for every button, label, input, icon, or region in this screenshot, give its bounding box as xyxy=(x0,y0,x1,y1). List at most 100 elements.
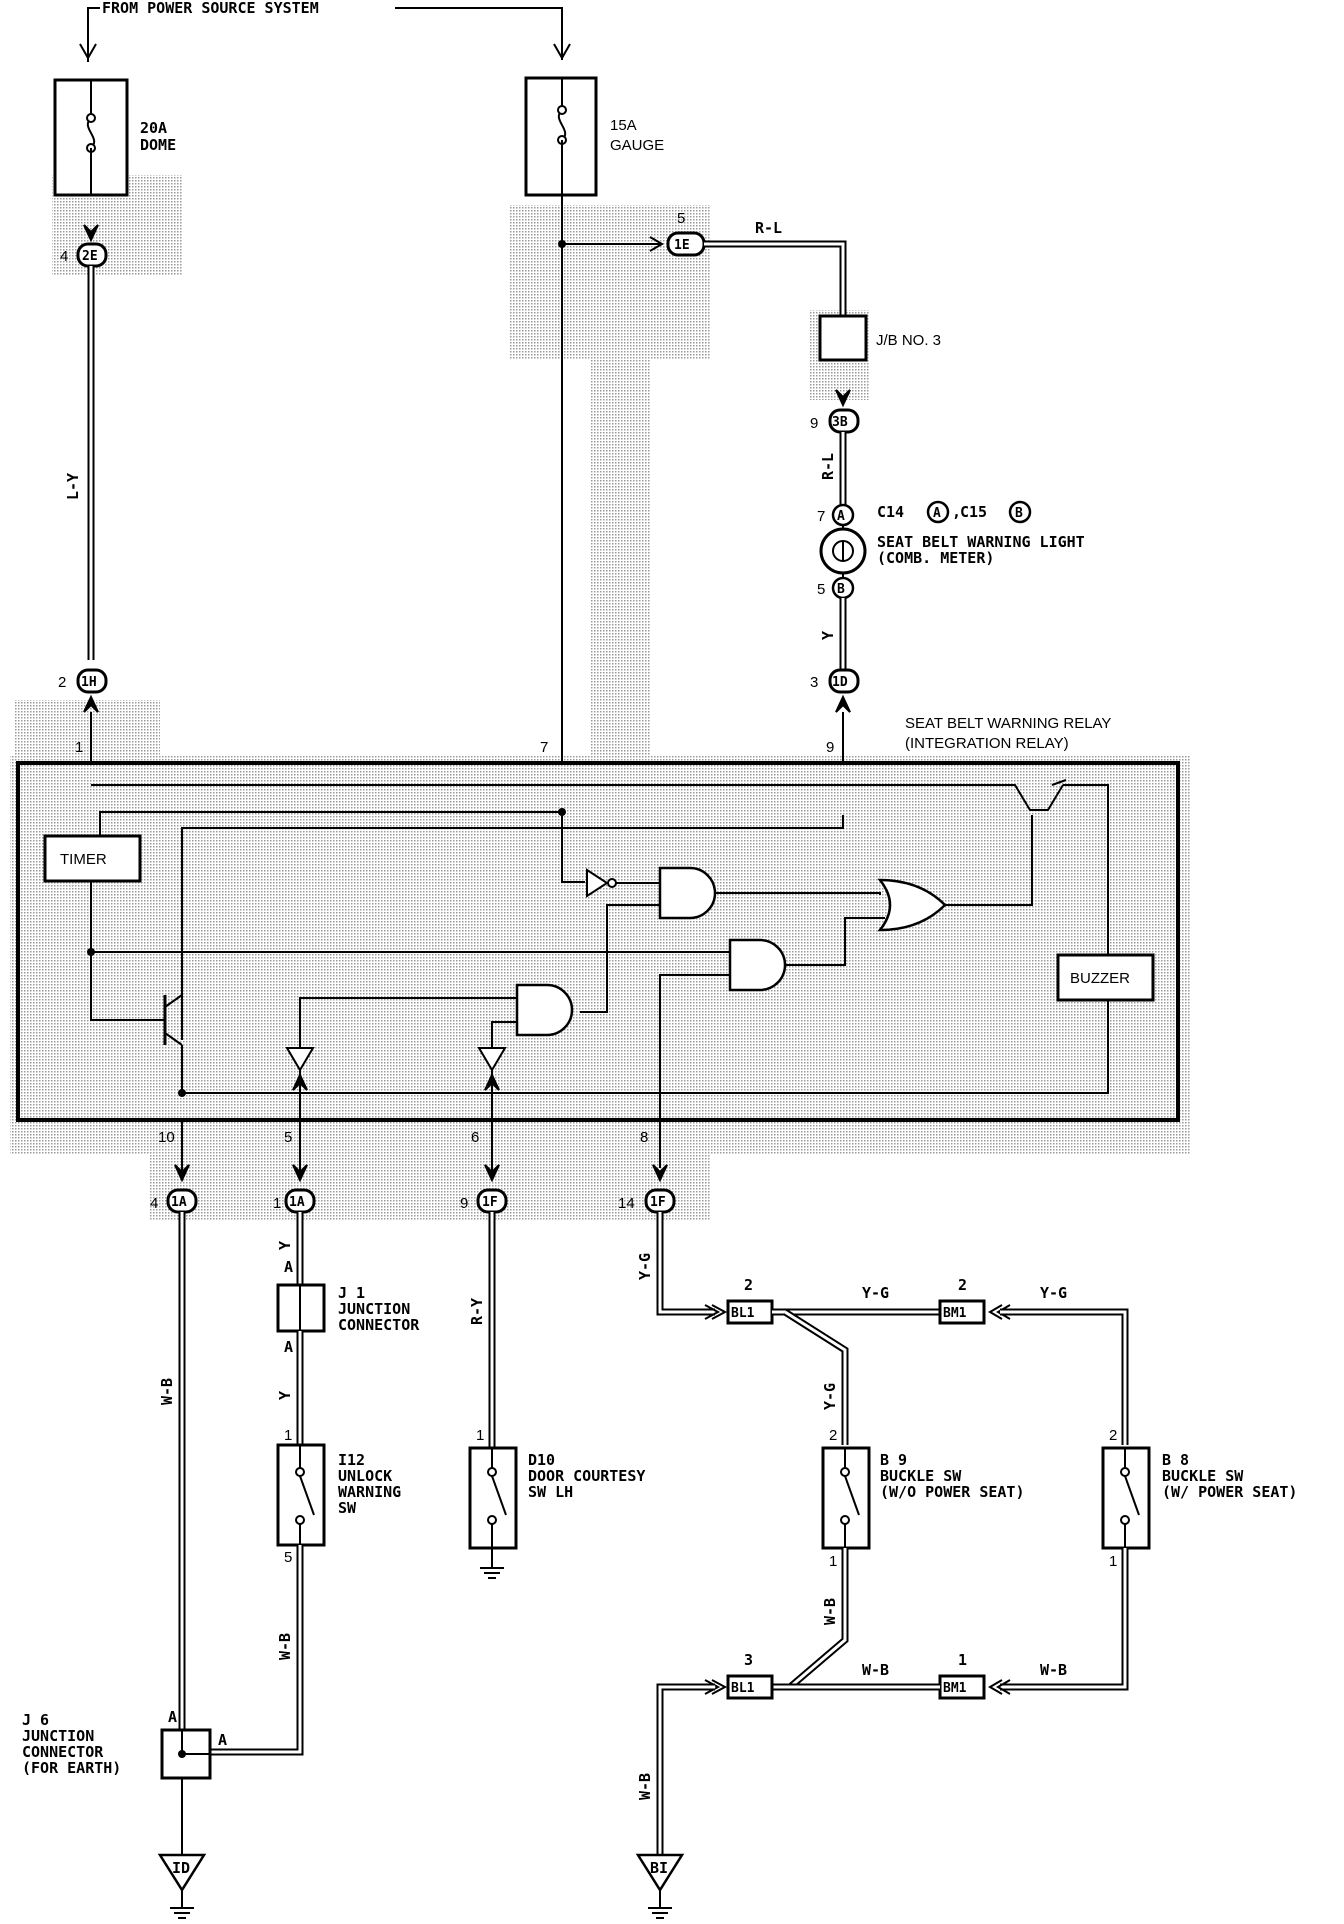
fuse-20a-dome: 20A DOME xyxy=(53,78,176,197)
relay-pin-10: 10 xyxy=(158,1129,175,1146)
wire-color-r-l: R-L xyxy=(819,453,837,480)
connector-1a: 1A xyxy=(171,1195,187,1210)
component-name: BUCKLE SW xyxy=(1162,1467,1244,1485)
wire-color-y: Y xyxy=(819,631,837,640)
relay-pin-8: 8 xyxy=(640,1129,648,1146)
pin-number: 2 xyxy=(1109,1427,1117,1444)
dome-circuit: 2E 4 L-Y 1H 2 xyxy=(58,224,108,785)
pin-number: 1 xyxy=(273,1195,281,1212)
connector-bl1: BL1 xyxy=(731,1306,755,1321)
pin-number: 3 xyxy=(744,1651,753,1669)
component-subname: (FOR EARTH) xyxy=(22,1759,121,1777)
wire-color-r-l: R-L xyxy=(755,219,782,237)
power-source-line: FROM POWER SOURCE SYSTEM xyxy=(79,0,571,62)
connector-bl1: BL1 xyxy=(731,1681,755,1696)
connector-id: C14 xyxy=(877,503,904,521)
connector-bm1: BM1 xyxy=(943,1681,967,1696)
connector-separator: , xyxy=(952,503,961,521)
pin-number: 1 xyxy=(958,1651,967,1669)
seat-belt-warning-light: A 7 B 5 C14 A , C15 B SEAT BELT WARNING … xyxy=(810,500,1085,815)
pin-letter: A xyxy=(168,1708,177,1726)
pin-number: 7 xyxy=(817,508,825,525)
connector-1f: 1F xyxy=(650,1195,666,1210)
component-name: JUNCTION xyxy=(22,1727,94,1745)
connector-id: C15 xyxy=(960,503,987,521)
door-courtesy-switch: R-Y 1 D10 DOOR COURTESY SW LH xyxy=(468,1212,645,1579)
pin-number: 2 xyxy=(829,1427,837,1444)
connector-3b: 3B xyxy=(832,415,848,430)
pin-number: 2 xyxy=(958,1276,967,1294)
pin-number: 1 xyxy=(829,1553,837,1570)
unlock-warning-branch: Y A J 1 JUNCTION CONNECTOR A Y 1 I12 UNL… xyxy=(210,1212,420,1756)
pin-letter: A xyxy=(218,1731,227,1749)
buzzer-label: BUZZER xyxy=(1070,970,1130,987)
lower-connectors: 1A 4 1A 1 1F 9 1F 14 xyxy=(150,1070,676,1214)
pin-number: 3 xyxy=(810,674,818,691)
fuse-rating: 15A xyxy=(610,117,637,134)
connector-letter: A xyxy=(837,509,845,524)
wire-color-w-b: W-B xyxy=(276,1633,294,1660)
ground-label: ID xyxy=(172,1859,190,1877)
pin-number: 9 xyxy=(810,415,818,432)
component-subname: SW xyxy=(338,1499,357,1517)
component-subname: (W/ POWER SEAT) xyxy=(1162,1483,1297,1501)
connector-1a: 1A xyxy=(289,1195,305,1210)
component-id: B 9 xyxy=(880,1451,907,1469)
pin-number: 4 xyxy=(150,1195,158,1212)
component-subname: (COMB. METER) xyxy=(877,549,994,567)
component-subname: SW LH xyxy=(528,1483,573,1501)
connector-2e: 2E xyxy=(82,249,98,264)
pin-number: 2 xyxy=(58,674,66,691)
wire-color-l-y: L-Y xyxy=(64,473,82,500)
timer-label: TIMER xyxy=(60,851,107,868)
pin-letter: A xyxy=(284,1258,293,1276)
relay-pin-6: 6 xyxy=(471,1129,479,1146)
buckle-switch-circuit: Y-G BL1 2 Y-G BM1 2 Y-G Y-G 2 B 9 BUCKLE… xyxy=(635,1212,1297,1919)
component-subname: WARNING xyxy=(338,1483,401,1501)
component-name: UNLOCK xyxy=(338,1467,392,1485)
gauge-circuit: 1E 5 R-L J/B NO. 3 3B 9 R-L xyxy=(558,195,941,812)
connector-1e: 1E xyxy=(674,238,690,253)
wire-color-w-b: W-B xyxy=(1040,1661,1067,1679)
wire-color-y-g: Y-G xyxy=(862,1284,889,1302)
component-name: DOOR COURTESY xyxy=(528,1467,645,1485)
component-id: D10 xyxy=(528,1451,555,1469)
component-name: BUCKLE SW xyxy=(880,1467,962,1485)
component-name: SEAT BELT WARNING LIGHT xyxy=(877,533,1085,551)
connector-1h: 1H xyxy=(81,675,97,690)
pin-number: 1 xyxy=(476,1427,484,1444)
relay-subtitle: (INTEGRATION RELAY) xyxy=(905,735,1069,752)
relay-title: SEAT BELT WARNING RELAY xyxy=(905,715,1111,732)
fuse-rating: 20A xyxy=(140,119,167,137)
pin-number: 14 xyxy=(618,1195,635,1212)
ground-label: BI xyxy=(650,1859,668,1877)
pin-number: 4 xyxy=(60,248,68,265)
power-source-label: FROM POWER SOURCE SYSTEM xyxy=(102,0,319,17)
connector-1d: 1D xyxy=(832,675,848,690)
component-id: I12 xyxy=(338,1451,365,1469)
jb-no3-label: J/B NO. 3 xyxy=(876,332,941,349)
connector-letter: B xyxy=(837,582,845,597)
component-subname: CONNECTOR xyxy=(338,1316,420,1334)
wire-color-w-b: W-B xyxy=(821,1598,839,1625)
relay-pin-7: 7 xyxy=(540,739,548,756)
seat-belt-warning-relay: SEAT BELT WARNING RELAY (INTEGRATION REL… xyxy=(16,715,1180,1168)
wire-color-w-b: W-B xyxy=(862,1661,889,1679)
wire-color-y-g: Y-G xyxy=(636,1253,654,1280)
connector-letter: A xyxy=(933,506,941,521)
connector-bm1: BM1 xyxy=(943,1306,967,1321)
relay-pin-5: 5 xyxy=(284,1129,292,1146)
pin-number: 2 xyxy=(744,1276,753,1294)
connector-letter: B xyxy=(1015,506,1023,521)
wire-color-y-g: Y-G xyxy=(1040,1284,1067,1302)
relay-pin-1: 1 xyxy=(75,739,83,756)
wire-color-y-g: Y-G xyxy=(821,1383,839,1410)
wire-color-w-b: W-B xyxy=(158,1378,176,1405)
pin-number: 1 xyxy=(1109,1553,1117,1570)
component-id: B 8 xyxy=(1162,1451,1189,1469)
fuse-15a-gauge: 15A GAUGE xyxy=(524,76,664,197)
wire-color-r-y: R-Y xyxy=(468,1298,486,1325)
component-id: J 6 xyxy=(22,1711,49,1729)
pin-number: 5 xyxy=(677,210,685,227)
